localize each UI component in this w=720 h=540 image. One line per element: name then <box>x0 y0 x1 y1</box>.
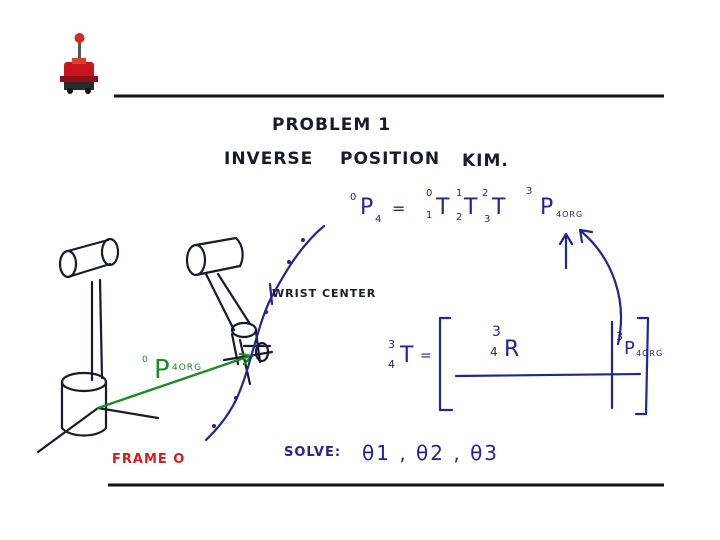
subtitle-kin: KIM. <box>462 151 509 171</box>
p4org-label-sub: 4ORG <box>172 363 202 373</box>
eq-t2-sup: 1 <box>456 188 462 199</box>
arrow-icon <box>558 228 622 346</box>
mat-lhs-sub: 4 <box>388 358 395 371</box>
mat-lhs-sup: 3 <box>388 338 395 351</box>
eq-t2-base: T <box>463 195 478 220</box>
solve-label: SOLVE: <box>284 445 341 460</box>
robot-arm-sketch <box>36 236 274 454</box>
wrist-center-pointer <box>268 282 274 306</box>
eq-t3-sub: 3 <box>484 214 490 225</box>
eq-equals: = <box>392 199 405 218</box>
mat-lhs-base: T <box>399 343 414 368</box>
problem-heading: PROBLEM 1 <box>272 115 391 135</box>
mat-rot-sub: 4 <box>490 345 498 359</box>
mat-pos-base: P <box>624 338 635 359</box>
eq-lhs-base: P <box>360 195 373 220</box>
kinematic-equation: 0 P 4 = 0 T 1 1 T 2 2 T 3 3 P 4ORG <box>350 186 583 225</box>
transform-matrix: 3 4 T = 3 4 R 3 P 4ORG <box>388 316 663 416</box>
p4org-label-base: P <box>154 355 170 385</box>
solve-variables: θ1 , θ2 , θ3 <box>362 441 499 465</box>
p4org-label-sup: 0 <box>142 355 148 365</box>
eq-rhs-sub: 4ORG <box>556 210 583 219</box>
eq-rhs-base: P <box>540 195 553 220</box>
matrix-row-divider <box>454 372 642 378</box>
mat-rot-sup: 3 <box>492 324 501 340</box>
wrist-workspace-arc <box>204 224 326 442</box>
eq-lhs-sub: 4 <box>375 214 381 225</box>
eq-t3-sup: 2 <box>482 188 488 199</box>
eq-t2-sub: 2 <box>456 212 462 223</box>
mat-pos-sub: 4ORG <box>636 349 663 358</box>
eq-t3-base: T <box>491 195 506 220</box>
joystick-robot-logo-icon <box>60 33 98 94</box>
eq-t1-sub: 1 <box>426 210 432 221</box>
mat-rot-base: R <box>504 337 519 362</box>
subtitle-inverse: INVERSE <box>224 149 313 169</box>
matrix-left-bracket <box>438 316 454 412</box>
matrix-right-bracket <box>634 316 650 416</box>
arc-tick-marks <box>212 238 305 428</box>
eq-t1-sup: 0 <box>426 188 432 199</box>
subtitle-position: POSITION <box>340 149 440 169</box>
mat-pos-sup: 3 <box>616 330 623 343</box>
mat-equals: = <box>420 348 432 364</box>
eq-t1-base: T <box>435 195 450 220</box>
eq-rhs-sup: 3 <box>526 186 532 197</box>
eq-lhs-sup: 0 <box>350 192 356 203</box>
p4org-vector <box>96 354 252 410</box>
wrist-center-label: WRIST CENTER <box>272 287 376 300</box>
frame0-label: FRAME O <box>112 452 185 467</box>
